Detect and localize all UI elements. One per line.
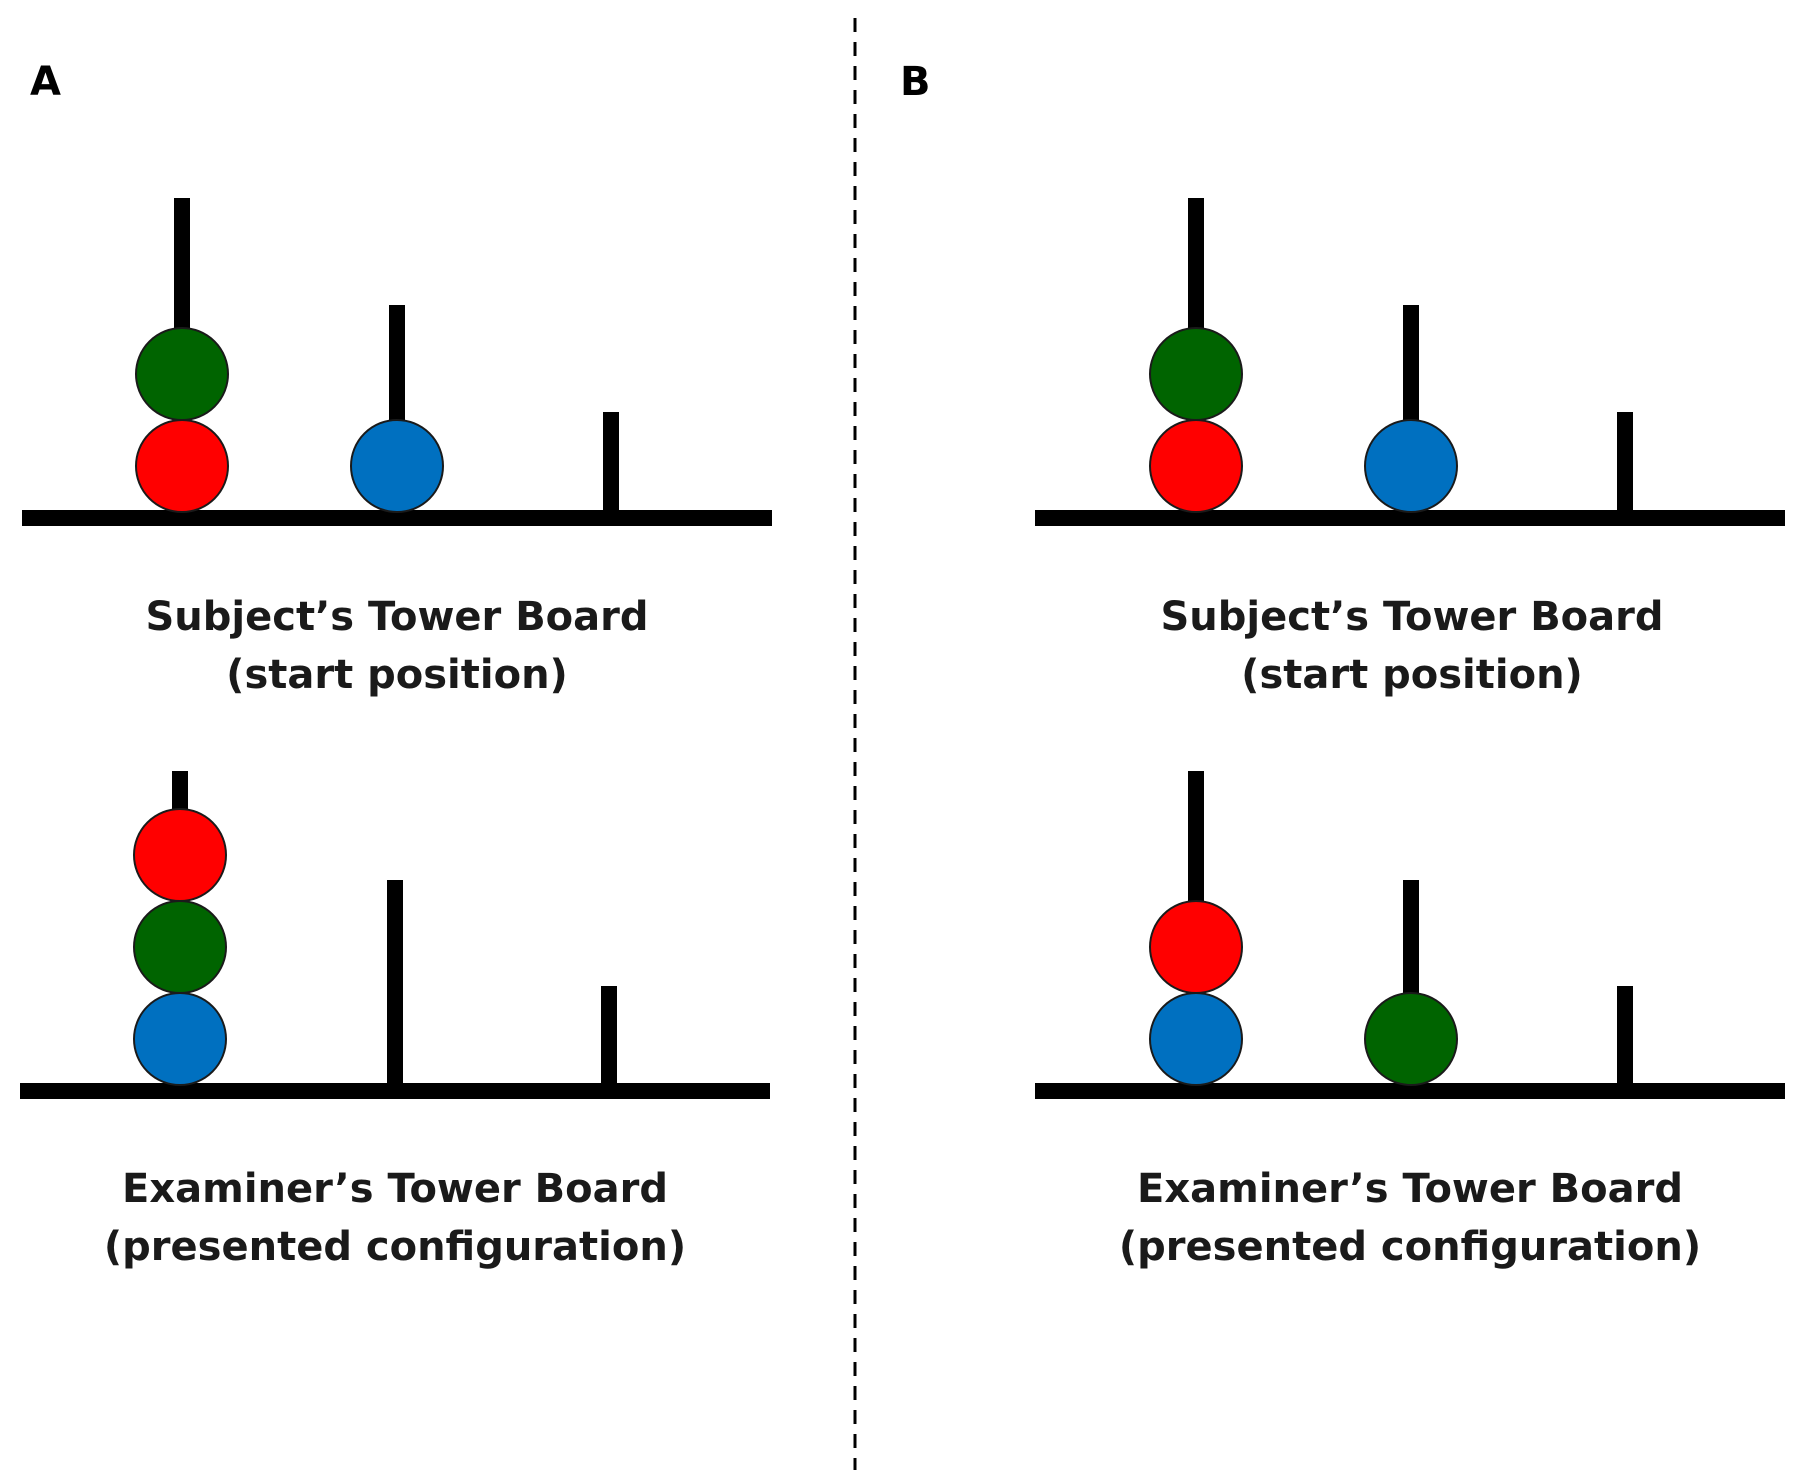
- examiner-board-b-caption-line1: Examiner’s Tower Board: [1137, 1166, 1683, 1212]
- examiner-board-a-caption-line2: (presented configuration): [104, 1224, 686, 1270]
- board-base: [20, 1083, 770, 1099]
- panel-a: A Subject’s Tower Board (start position)…: [20, 59, 772, 1270]
- subject-board-a-caption-line1: Subject’s Tower Board: [145, 594, 648, 640]
- panel-a-label: A: [30, 59, 61, 105]
- panel-b-label: B: [900, 59, 931, 105]
- board-base: [1035, 510, 1785, 526]
- peg-right: [1617, 412, 1633, 512]
- subject-board-a-caption-line2: (start position): [226, 652, 568, 698]
- examiner-board-a: [20, 771, 770, 1099]
- subject-board-b-caption-line2: (start position): [1241, 652, 1583, 698]
- subject-board-b-caption-line1: Subject’s Tower Board: [1160, 594, 1663, 640]
- green-ball: [133, 900, 227, 994]
- board-base: [1035, 1083, 1785, 1099]
- red-ball: [133, 808, 227, 902]
- subject-board-a: [22, 198, 772, 526]
- blue-ball: [350, 419, 444, 513]
- examiner-board-a-caption-line1: Examiner’s Tower Board: [122, 1166, 668, 1212]
- subject-board-b: [1035, 198, 1785, 526]
- peg-right: [601, 986, 617, 1085]
- peg-right: [1617, 986, 1633, 1085]
- blue-ball: [1149, 992, 1243, 1086]
- red-ball: [1149, 419, 1243, 513]
- green-ball: [1364, 992, 1458, 1086]
- green-ball: [135, 327, 229, 421]
- green-ball: [1149, 327, 1243, 421]
- board-base: [22, 510, 772, 526]
- red-ball: [135, 419, 229, 513]
- blue-ball: [133, 992, 227, 1086]
- peg-middle: [387, 880, 403, 1085]
- examiner-board-b-caption-line2: (presented configuration): [1119, 1224, 1701, 1270]
- blue-ball: [1364, 419, 1458, 513]
- peg-right: [603, 412, 619, 512]
- examiner-board-b: [1035, 771, 1785, 1099]
- red-ball: [1149, 900, 1243, 994]
- panel-b: B Subject’s Tower Board (start position)…: [900, 59, 1785, 1270]
